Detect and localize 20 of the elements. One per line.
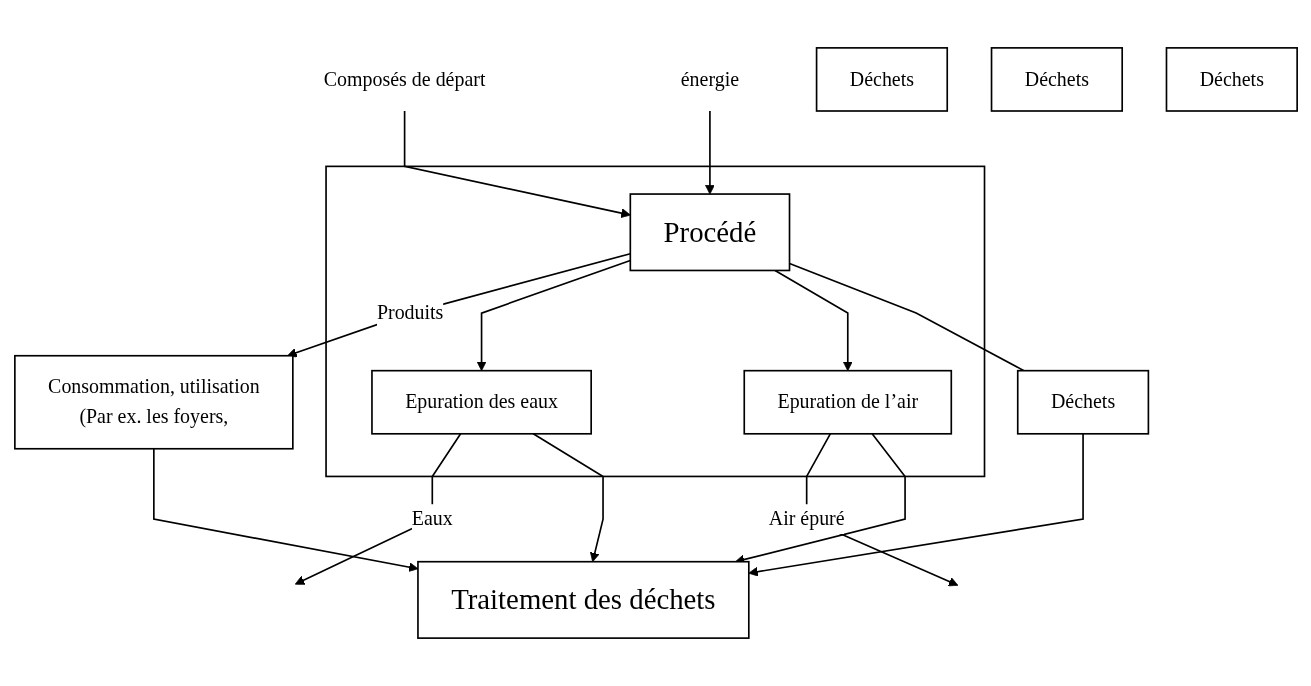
node-box: Epuration des eaux [370, 369, 592, 435]
node-box: Déchets [815, 47, 948, 112]
arrow [704, 110, 715, 195]
arrow [773, 269, 853, 372]
node-box: Consommation, utilisation (Par ex. les foyers, [13, 354, 294, 450]
edge-label: Air épuré [768, 507, 845, 530]
edge-label: Produits [376, 301, 443, 324]
edge-label: Eaux [411, 507, 453, 530]
node-box: Déchets [1016, 369, 1149, 435]
node-box: Déchets [990, 47, 1123, 112]
arrow [531, 433, 604, 563]
cluster [324, 165, 985, 478]
arrow [294, 433, 461, 585]
node-box: Traitement des déchets [416, 560, 750, 639]
arrow [152, 447, 418, 572]
node-box: Procédé [629, 193, 790, 272]
node-box: Epuration de l’air [742, 369, 952, 435]
node-text: Composés de départ [323, 67, 485, 90]
node-text: énergie [680, 67, 739, 90]
node-box: Déchets [1165, 47, 1298, 112]
